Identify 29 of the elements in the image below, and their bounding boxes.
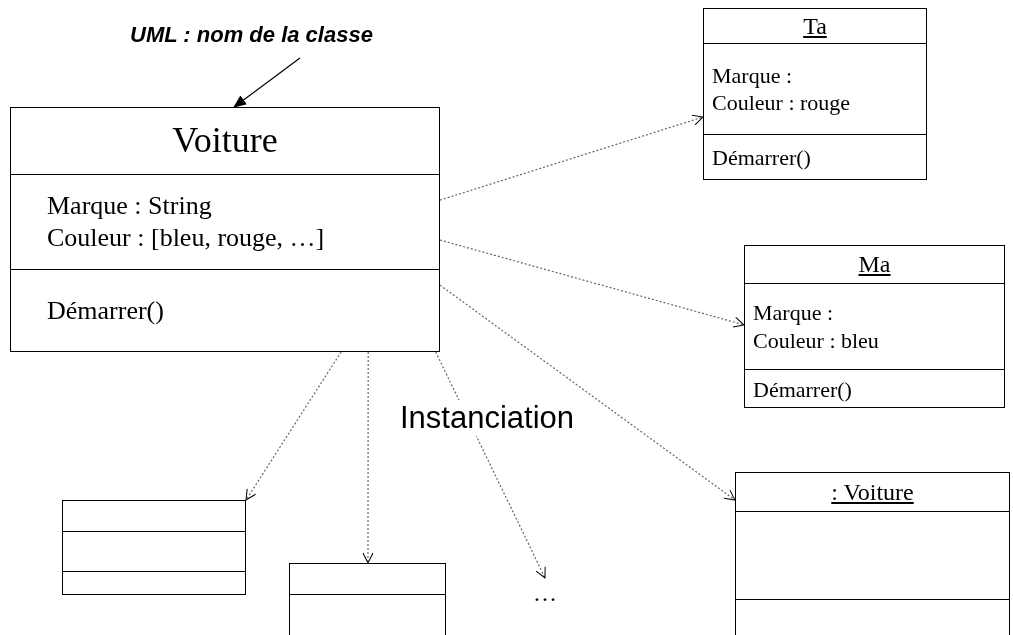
object-box — [703, 8, 927, 180]
ellipsis-text: … — [520, 578, 570, 608]
attribute-text: Couleur : [bleu, rouge, …] — [46, 222, 325, 254]
arrow — [435, 351, 546, 579]
attribute-text: Marque : — [753, 299, 834, 327]
object-name: Ta — [803, 12, 827, 40]
class-name: Voiture — [172, 121, 278, 161]
object-box — [744, 245, 1005, 408]
arrow — [439, 284, 736, 501]
arrow — [233, 57, 301, 108]
method-text: Démarrer() — [712, 144, 811, 172]
arrow — [439, 114, 704, 201]
method-text: Démarrer() — [753, 375, 852, 404]
empty-class-box — [289, 563, 446, 635]
arrow — [439, 239, 745, 328]
attribute-text: Couleur : bleu — [753, 326, 879, 354]
object-name: Ma — [858, 251, 891, 278]
object-name: : Voiture — [831, 478, 914, 506]
instantiation-label: Instanciation — [400, 400, 575, 436]
class-box — [10, 107, 440, 352]
attribute-text: Marque : — [712, 61, 793, 89]
annotation-text: UML : nom de la classe — [130, 22, 410, 58]
empty-class-box — [62, 500, 246, 595]
object-box — [735, 472, 1010, 635]
arrow — [245, 351, 342, 501]
attribute-text: Couleur : rouge — [712, 89, 851, 117]
method-text: Démarrer() — [46, 295, 164, 328]
attribute-text: Marque : String — [46, 189, 212, 222]
arrow — [362, 351, 374, 564]
